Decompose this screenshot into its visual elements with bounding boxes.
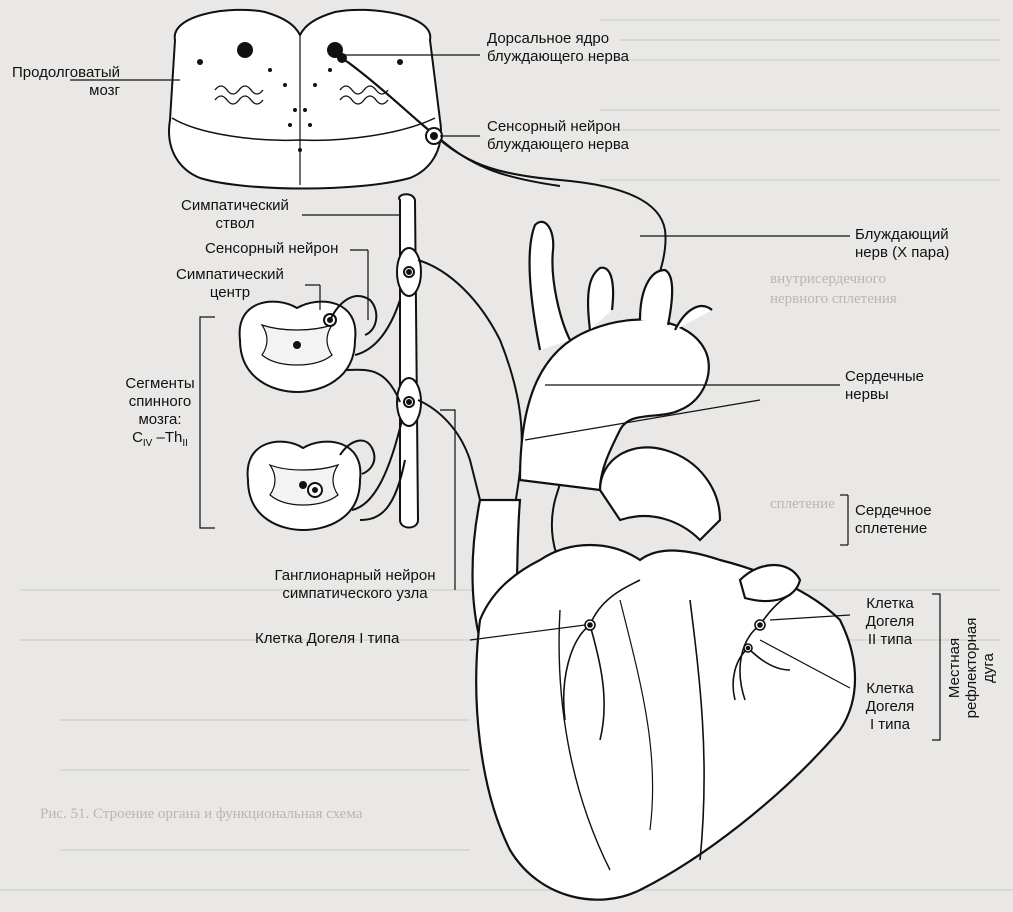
medulla-section [169,10,441,189]
heart [473,222,856,900]
label-local-reflex-arc: Местная рефлекторная дуга [946,613,1000,723]
spinal-segment-upper [240,296,400,402]
label-ganglion-neuron: Ганглионарный нейрон симпатического узла [250,567,460,603]
label-dogiel-type-ii: Клетка Догеля II типа [850,595,930,649]
label-dogiel-type-i-left: Клетка Догеля I типа [255,630,399,648]
label-vagus-nerve: Блуждающий нерв (X пара) [855,226,949,262]
label-sympathetic-trunk: Симпатический ствол [170,197,300,233]
faint-caption-1: сплетение [770,495,835,513]
faint-figure-caption: Рис. 51. Строение органа и функциональна… [40,805,362,823]
label-cardiac-plexus: Сердечное сплетение [855,502,932,538]
label-sensory-neuron: Сенсорный нейрон [205,240,338,258]
label-dorsal-nucleus: Дорсальное ядро блуждающего нерва [487,30,629,66]
label-segments-range: CIV –ThII [110,429,210,453]
label-spinal-segments: Сегменты спинного мозга: [110,375,210,429]
faint-caption-3: нервного сплетения [770,290,897,308]
label-cardiac-nerves: Сердечные нервы [845,368,924,404]
label-medulla: Продолговатый мозг [0,64,120,100]
label-vagus-sensory-neuron: Сенсорный нейрон блуждающего нерва [487,118,629,154]
label-sympathetic-center: Симпатический центр [155,266,305,302]
label-dogiel-type-i-right: Клетка Догеля I типа [850,680,930,734]
faint-caption-2: внутрисердечного [770,270,886,288]
spinal-segment-lower [248,420,405,530]
